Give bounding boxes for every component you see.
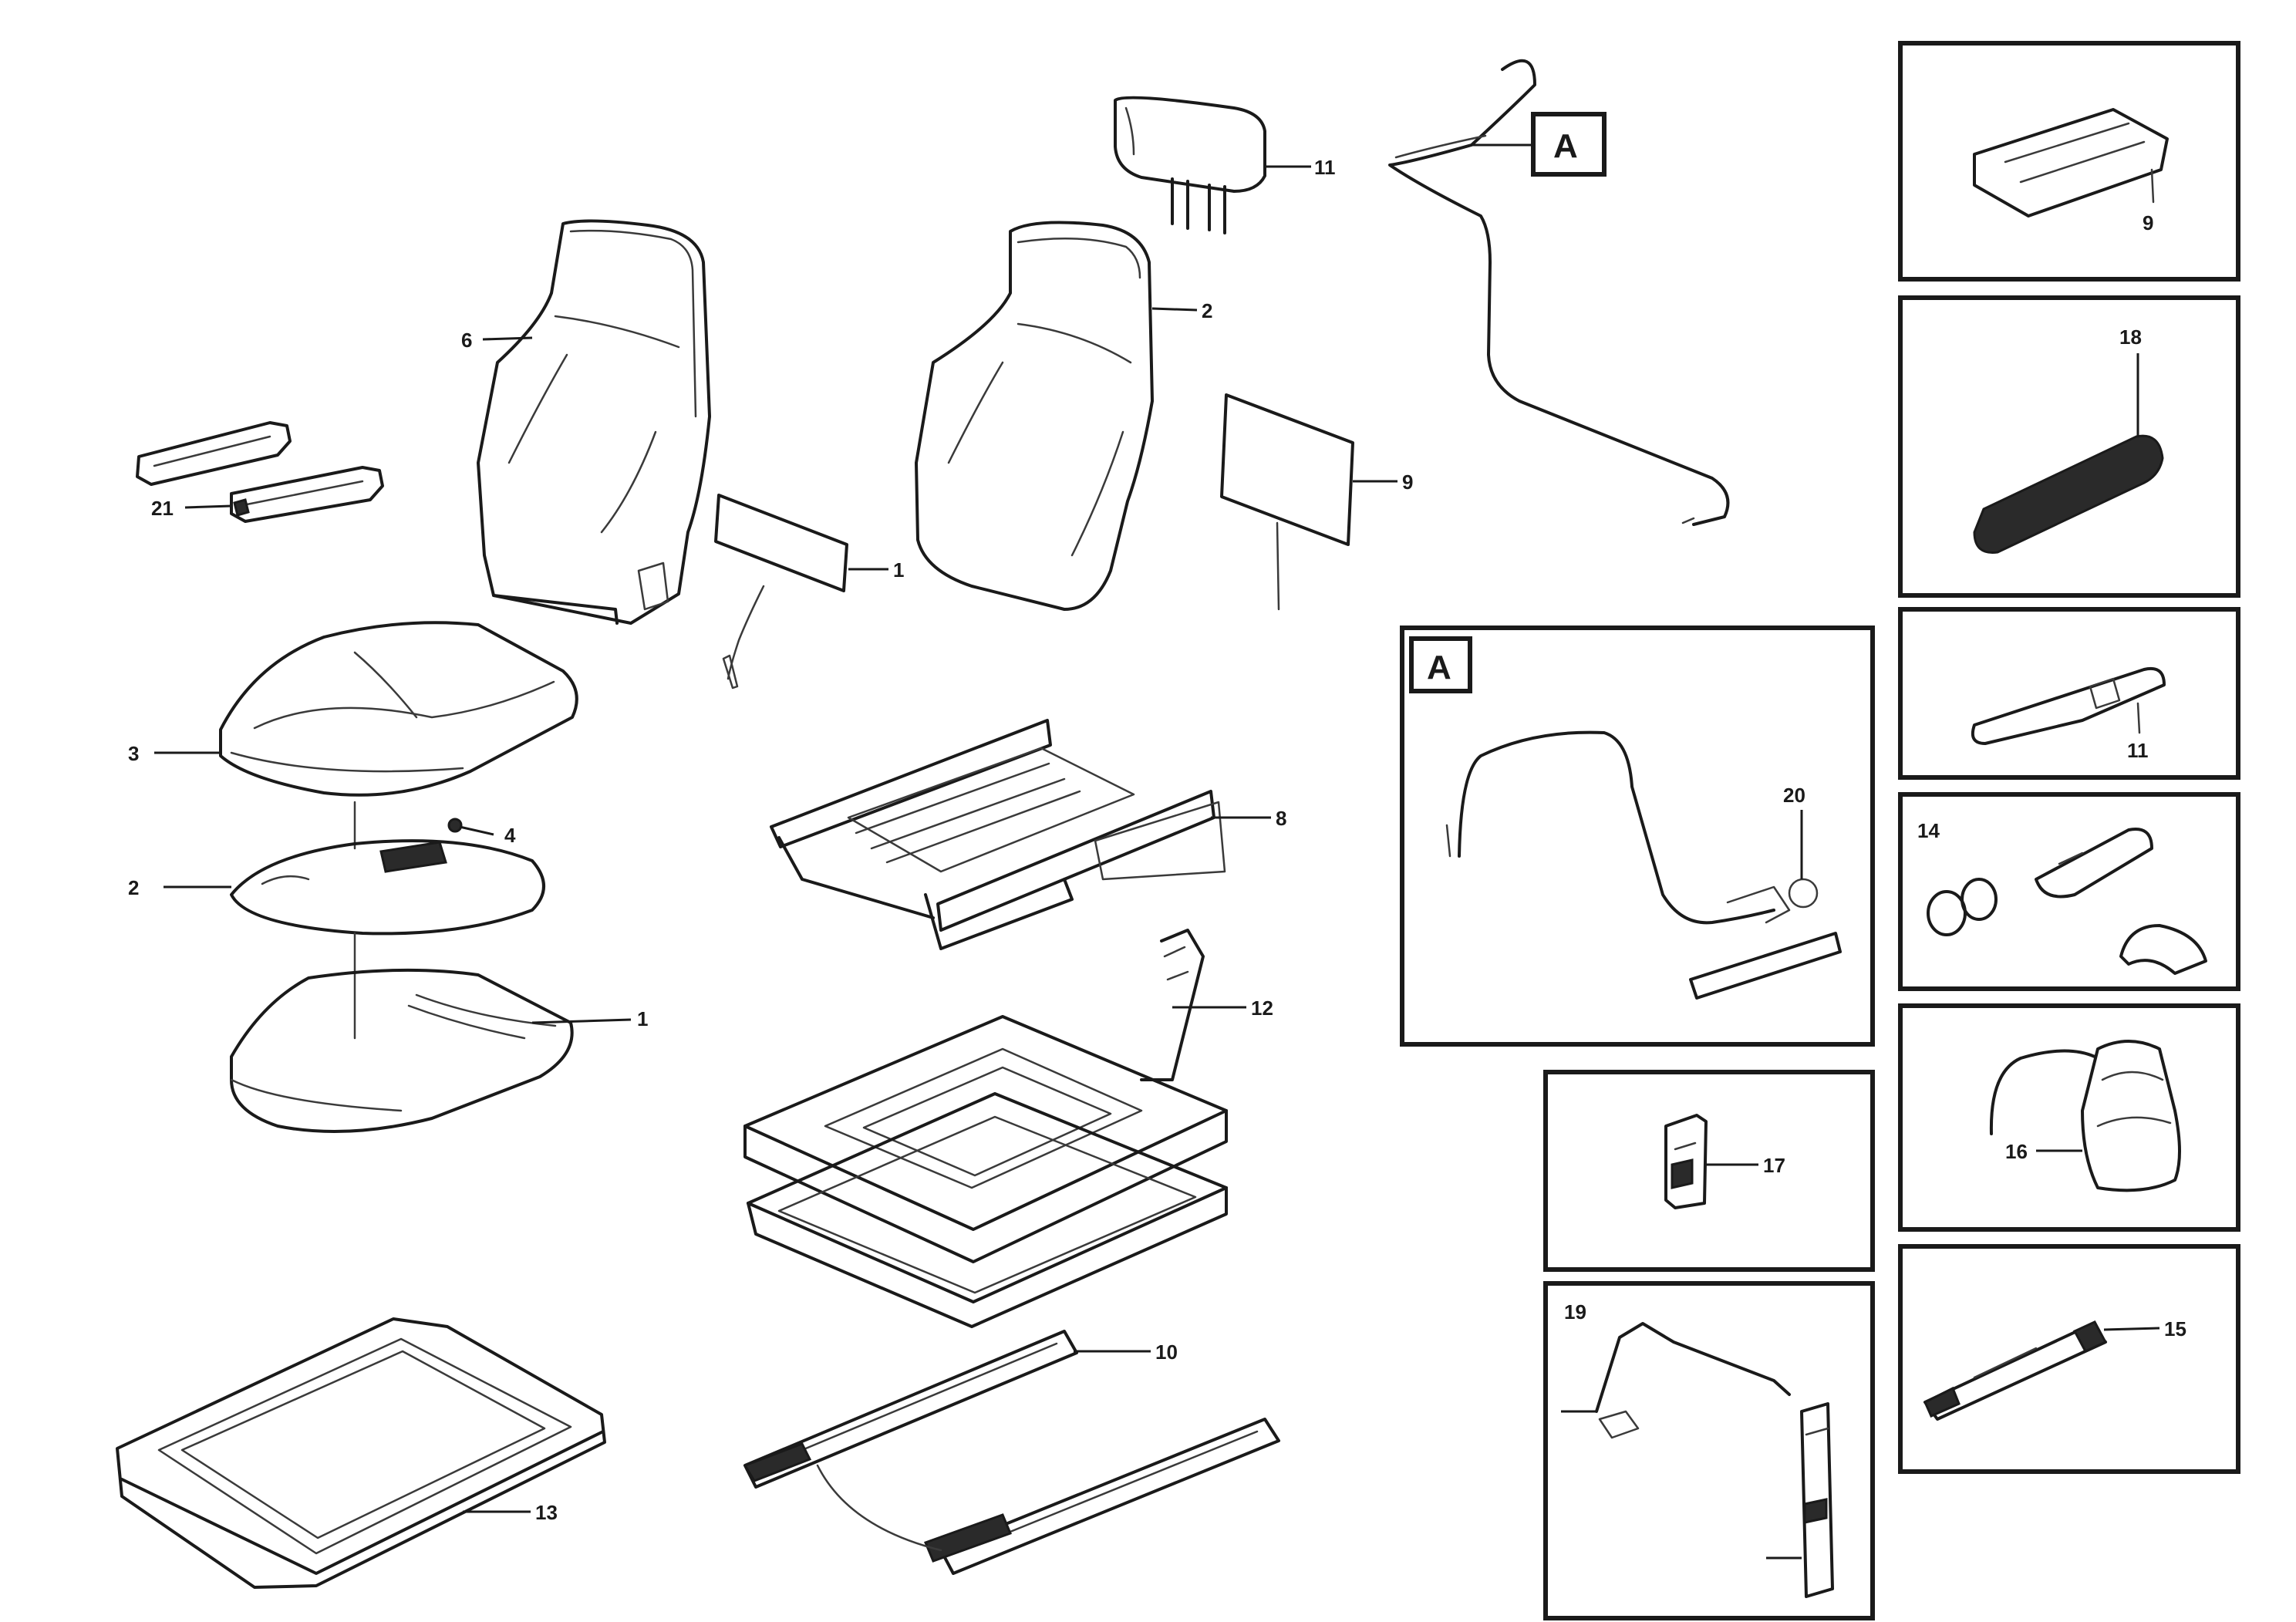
callout-9-panel: 9 (1402, 470, 1413, 494)
panel-5: 16 (1898, 1003, 2240, 1232)
callout-20: 20 (1783, 784, 1805, 807)
ref-box-a: A (1553, 127, 1578, 165)
callout-1-label: 1 (893, 558, 904, 582)
panel-6: 15 (1898, 1244, 2240, 1474)
armrest-pair: 21 (136, 421, 384, 523)
callout-panel1: 9 (2143, 211, 2153, 234)
cushion-plate: 4 2 (128, 801, 545, 936)
panel-3: 11 (1898, 607, 2240, 780)
suspension-assembly: 12 (743, 929, 1273, 1328)
headrest: 11 (1114, 96, 1336, 234)
callout-11-headrest: 11 (1314, 156, 1336, 179)
callout-1-cushion: 1 (637, 1007, 648, 1030)
inset-a-ref: A (1427, 649, 1451, 686)
cushion-top: 3 (128, 621, 578, 797)
callout-3: 3 (128, 742, 139, 765)
callout-10: 10 (1155, 1340, 1178, 1364)
panel-1: 9 (1898, 41, 2240, 282)
callout-13: 13 (535, 1501, 558, 1524)
side-panel: 9 (1220, 393, 1413, 611)
callout-12: 12 (1251, 996, 1273, 1020)
callout-panel3: 11 (2127, 739, 2149, 762)
callout-17: 17 (1763, 1154, 1785, 1177)
backrest-left: 6 (461, 219, 711, 625)
slide-frame: 8 (770, 719, 1286, 950)
inset-mid: 17 (1543, 1070, 1875, 1272)
callout-19: 19 (1564, 1300, 1586, 1324)
backrest-right: 2 (915, 221, 1212, 611)
callout-18: 18 (2119, 325, 2142, 349)
callout-2-backrest: 2 (1202, 299, 1212, 322)
label-tag: 1 (714, 494, 904, 690)
base-tray: 13 (116, 1317, 606, 1589)
callout-2-plate: 2 (128, 876, 139, 899)
callout-6: 6 (461, 329, 472, 352)
callout-15: 15 (2164, 1317, 2186, 1340)
inset-a: A 20 (1400, 626, 1875, 1047)
callout-8: 8 (1276, 807, 1286, 830)
slide-rails: 10 (743, 1330, 1280, 1575)
panel-4: 14 (1898, 792, 2240, 991)
cable-harness: A (1388, 59, 1730, 526)
cushion-bottom: 1 (230, 932, 648, 1134)
callout-16: 16 (2005, 1140, 2028, 1163)
inset-low: 19 (1543, 1281, 1875, 1620)
callout-14: 14 (1917, 819, 1940, 842)
callout-4: 4 (504, 824, 516, 847)
callout-21: 21 (151, 497, 174, 520)
panel-2: 18 (1898, 295, 2240, 598)
